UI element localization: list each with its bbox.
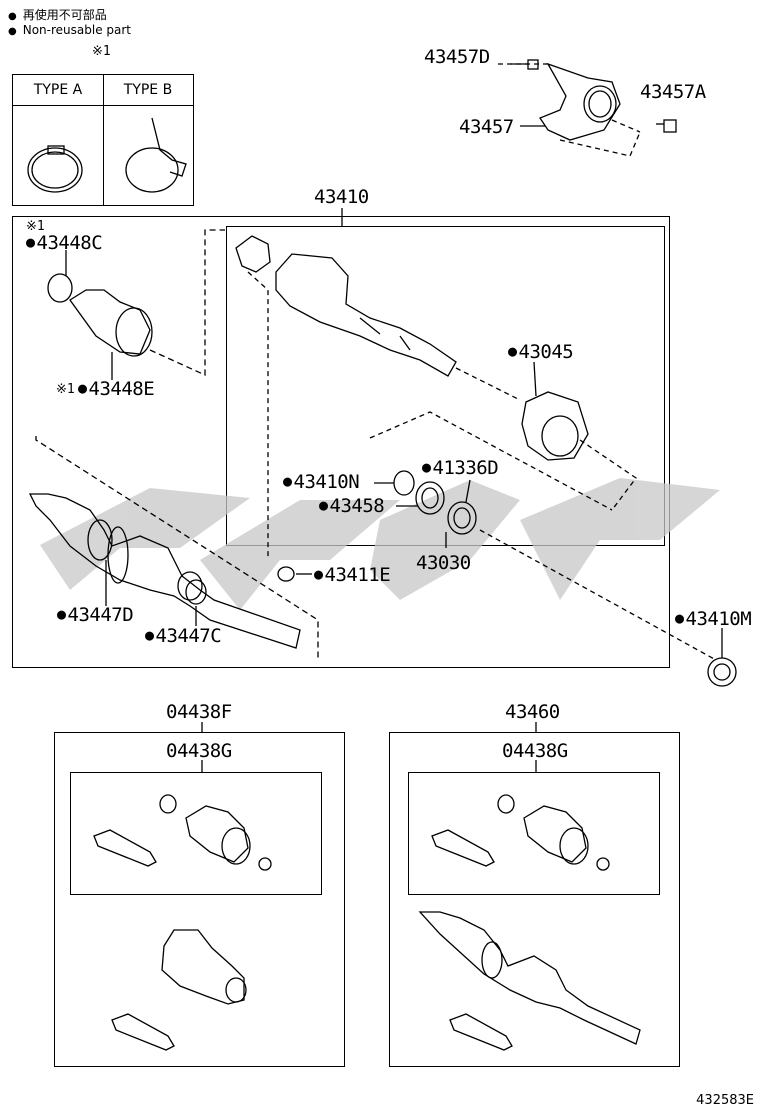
part-label-04438g-right[interactable]: 04438G: [502, 740, 568, 762]
part-label-43410[interactable]: 43410: [314, 186, 369, 208]
boot-kit-inner-frame-right: [408, 772, 660, 895]
part-label-43460[interactable]: 43460: [505, 701, 560, 723]
note-mark-type: ※1: [92, 44, 111, 59]
part-label-41336d[interactable]: 41336D: [422, 459, 499, 478]
part-label-43458[interactable]: 43458: [319, 497, 385, 516]
boot-kit-frame-left: [54, 732, 345, 1067]
watermark-logo: [40, 478, 720, 610]
bullet-icon: ●: [8, 26, 17, 37]
type-a-header: TYPE A: [13, 75, 103, 106]
part-label-43457[interactable]: 43457: [459, 116, 514, 138]
part-label-43411e[interactable]: 43411E: [314, 566, 391, 585]
part-label-43410m[interactable]: 43410M: [675, 610, 752, 629]
boot-kit-frame-right: [389, 732, 680, 1067]
note-mark-43448e: ※1: [56, 382, 75, 397]
part-label-43447c[interactable]: 43447C: [145, 627, 222, 646]
part-label-43045[interactable]: 43045: [508, 343, 574, 362]
part-label-43447d[interactable]: 43447D: [57, 606, 134, 625]
drive-shaft-assembly-frame: [12, 216, 670, 668]
diagram-code: 432583E: [696, 1093, 754, 1108]
note-mark-43448c: ※1: [26, 219, 45, 234]
clamp-type-box: TYPE A TYPE B: [12, 74, 194, 206]
boot-kit-inner-frame-left: [70, 772, 322, 895]
part-label-04438f[interactable]: 04438F: [166, 701, 232, 723]
legend-non-reusable-en: ●Non-reusable part: [8, 23, 132, 37]
bullet-icon: ●: [8, 11, 17, 22]
part-label-43457a[interactable]: 43457A: [640, 81, 706, 103]
part-label-43030[interactable]: 43030: [416, 552, 471, 574]
part-label-43457d[interactable]: 43457D: [424, 46, 490, 68]
type-b-header: TYPE B: [103, 75, 193, 106]
part-label-04438g-left[interactable]: 04438G: [166, 740, 232, 762]
part-label-43410n[interactable]: 43410N: [283, 473, 360, 492]
legend-non-reusable-jp: ●再使用不可部品: [8, 8, 107, 22]
part-label-43448c[interactable]: 43448C: [26, 234, 103, 253]
part-label-43448e[interactable]: 43448E: [78, 380, 155, 399]
